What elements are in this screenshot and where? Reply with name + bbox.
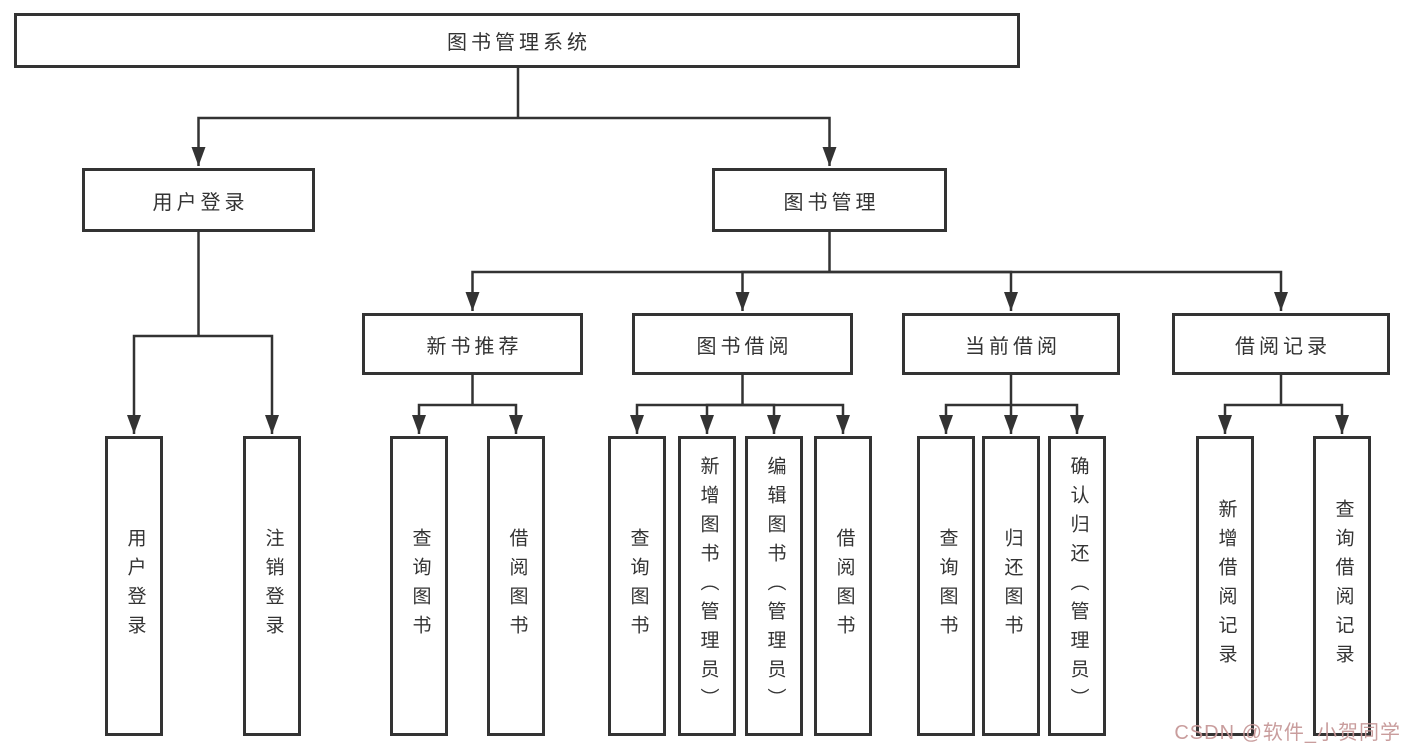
leaf-label: 注销登录 bbox=[262, 528, 284, 644]
node-label: 图书借阅 bbox=[696, 335, 793, 358]
leaf-query-book: 查询图书 bbox=[917, 436, 975, 736]
node-user-login: 用户登录 bbox=[82, 168, 315, 232]
leaf-label: 查询图书 bbox=[627, 528, 649, 644]
leaf-query-borrow-record: 查询借阅记录 bbox=[1313, 436, 1371, 736]
leaf-label: 归还图书 bbox=[1001, 528, 1023, 644]
node-book-management: 图书管理 bbox=[712, 168, 947, 232]
leaf-add-book-admin: 新增图书（管理员） bbox=[678, 436, 736, 736]
leaf-label: 确认归还（管理员） bbox=[1067, 455, 1089, 717]
node-label: 当前借阅 bbox=[965, 335, 1061, 358]
leaf-return-book: 归还图书 bbox=[982, 436, 1040, 736]
leaf-query-book: 查询图书 bbox=[390, 436, 448, 736]
leaf-label: 查询图书 bbox=[409, 528, 431, 644]
leaf-label: 查询图书 bbox=[936, 528, 958, 644]
leaf-label: 借阅图书 bbox=[506, 528, 528, 644]
leaf-edit-book-admin: 编辑图书（管理员） bbox=[745, 436, 803, 736]
node-label: 借阅记录 bbox=[1235, 335, 1331, 358]
node-borrow-record: 借阅记录 bbox=[1172, 313, 1390, 375]
node-label: 用户登录 bbox=[152, 191, 249, 214]
leaf-add-borrow-record: 新增借阅记录 bbox=[1196, 436, 1254, 736]
leaf-label: 新增借阅记录 bbox=[1215, 499, 1237, 673]
leaf-user-login: 用户登录 bbox=[105, 436, 163, 736]
leaf-label: 编辑图书（管理员） bbox=[764, 455, 786, 717]
node-label: 图书管理 bbox=[783, 191, 880, 214]
leaf-label: 借阅图书 bbox=[833, 528, 855, 644]
leaf-label: 新增图书（管理员） bbox=[697, 455, 719, 717]
node-current-borrow: 当前借阅 bbox=[902, 313, 1120, 375]
node-new-book-recommend: 新书推荐 bbox=[362, 313, 583, 375]
leaf-logout: 注销登录 bbox=[243, 436, 301, 736]
csdn-watermark: CSDN @软件_小贺同学 bbox=[1174, 722, 1401, 744]
node-label: 图书管理系统 bbox=[447, 32, 591, 54]
leaf-borrow-book: 借阅图书 bbox=[487, 436, 545, 736]
leaf-query-book: 查询图书 bbox=[608, 436, 666, 736]
leaf-confirm-return-admin: 确认归还（管理员） bbox=[1048, 436, 1106, 736]
node-root-library-system: 图书管理系统 bbox=[14, 13, 1020, 68]
node-book-borrow: 图书借阅 bbox=[632, 313, 853, 375]
leaf-label: 查询借阅记录 bbox=[1332, 499, 1354, 673]
leaf-label: 用户登录 bbox=[124, 528, 146, 644]
node-label: 新书推荐 bbox=[426, 335, 523, 358]
leaf-borrow-book: 借阅图书 bbox=[814, 436, 872, 736]
